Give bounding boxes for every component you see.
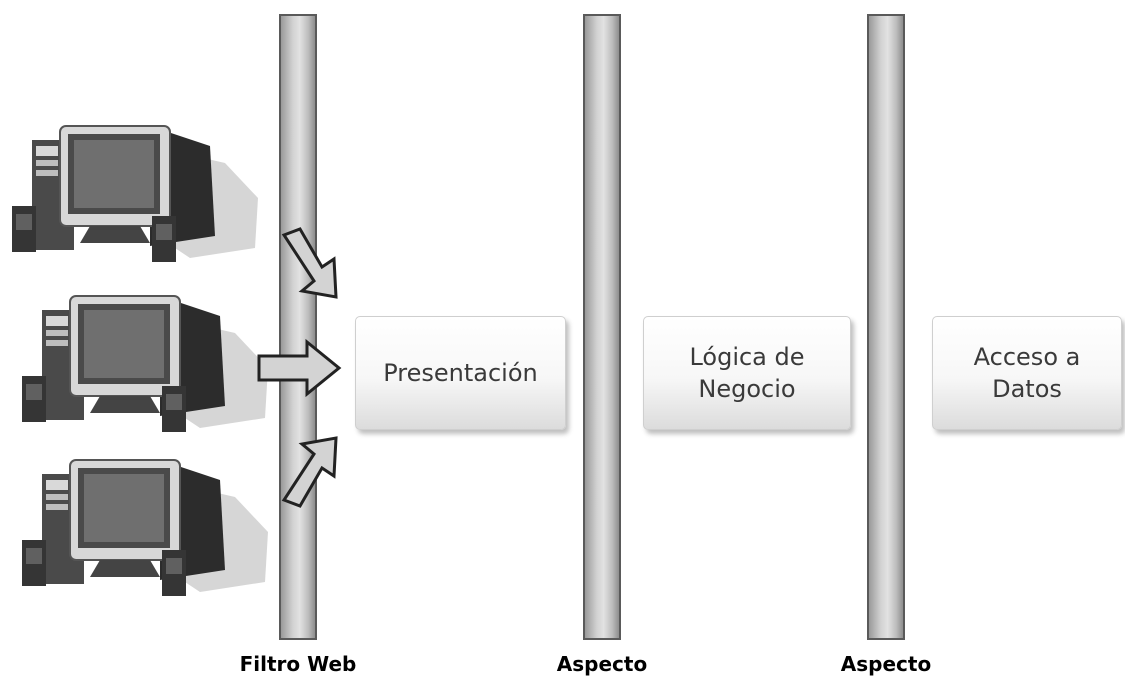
aspecto-bar-2 <box>867 14 905 640</box>
filtro-web-bar <box>279 14 317 640</box>
layer-acceso-datos-label: Acceso a Datos <box>973 343 1081 403</box>
computer-icon <box>22 459 268 596</box>
layer-logica-negocio-label: Lógica de Negocio <box>689 343 805 403</box>
arrow-icon <box>257 338 342 398</box>
layer-acceso-datos: Acceso a Datos <box>932 316 1122 430</box>
layer-presentacion: Presentación <box>355 316 566 430</box>
layer-logica-negocio: Lógica de Negocio <box>643 316 851 430</box>
computer-icon <box>12 125 258 262</box>
aspecto-label-1: Aspecto <box>556 652 648 676</box>
filtro-web-label: Filtro Web <box>239 652 357 676</box>
aspecto-bar-1 <box>583 14 621 640</box>
layer-presentacion-label: Presentación <box>383 359 538 387</box>
arrow-icon <box>281 436 338 508</box>
computer-icon <box>22 295 268 432</box>
aspecto-label-2: Aspecto <box>840 652 932 676</box>
arrow-icon <box>281 227 338 299</box>
